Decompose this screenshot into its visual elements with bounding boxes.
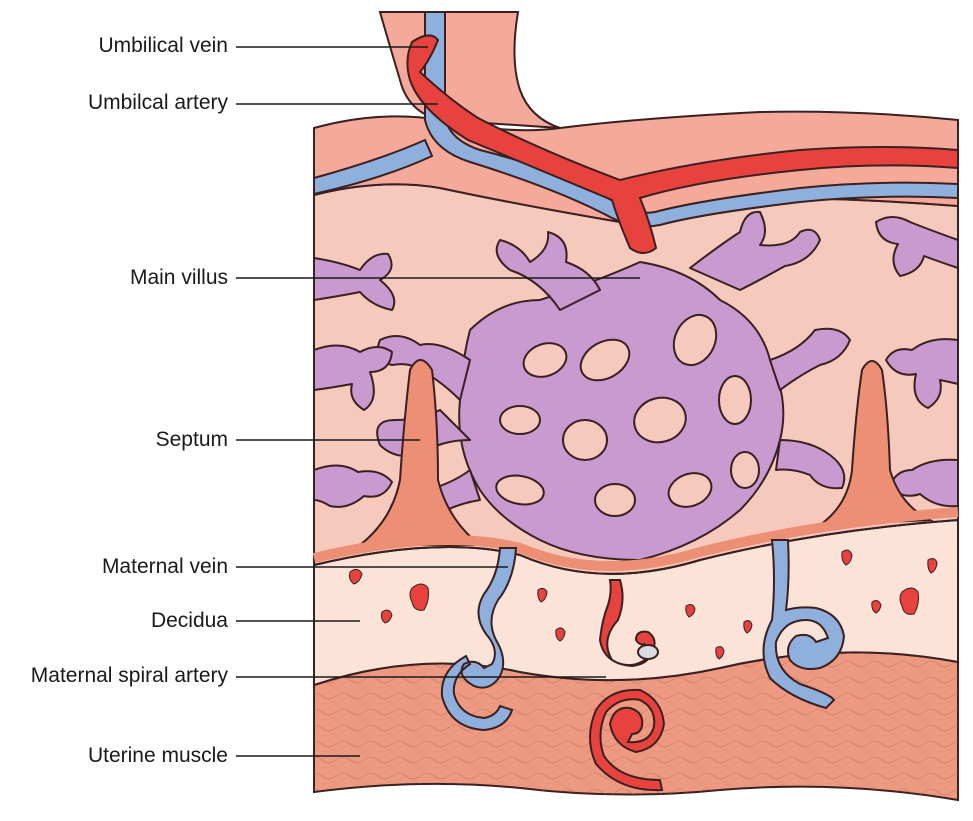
label-main-villus: Main villus	[129, 266, 228, 289]
umbilical-artery-vessel	[406, 34, 959, 254]
septum-right	[816, 360, 934, 527]
label-maternal-vein: Maternal vein	[101, 555, 228, 578]
label-umbilical-vein: Umbilical vein	[98, 34, 228, 57]
label-umbilical-artery: Umbilcal artery	[87, 91, 228, 114]
maternal-spiral-artery-vessel	[589, 579, 666, 792]
decidua-blood-spots	[349, 549, 938, 660]
label-decidua: Decidua	[150, 609, 228, 632]
label-maternal-spiral-artery: Maternal spiral artery	[30, 664, 228, 687]
basal-plate	[312, 507, 959, 571]
leader-lines	[236, 46, 640, 757]
label-septum: Septum	[155, 428, 228, 451]
maternal-vein-left	[440, 547, 518, 732]
label-uterine-muscle: Uterine muscle	[87, 744, 228, 767]
septum-left	[357, 359, 483, 546]
maternal-vein-right	[762, 539, 846, 710]
villus-pockets	[495, 313, 760, 517]
